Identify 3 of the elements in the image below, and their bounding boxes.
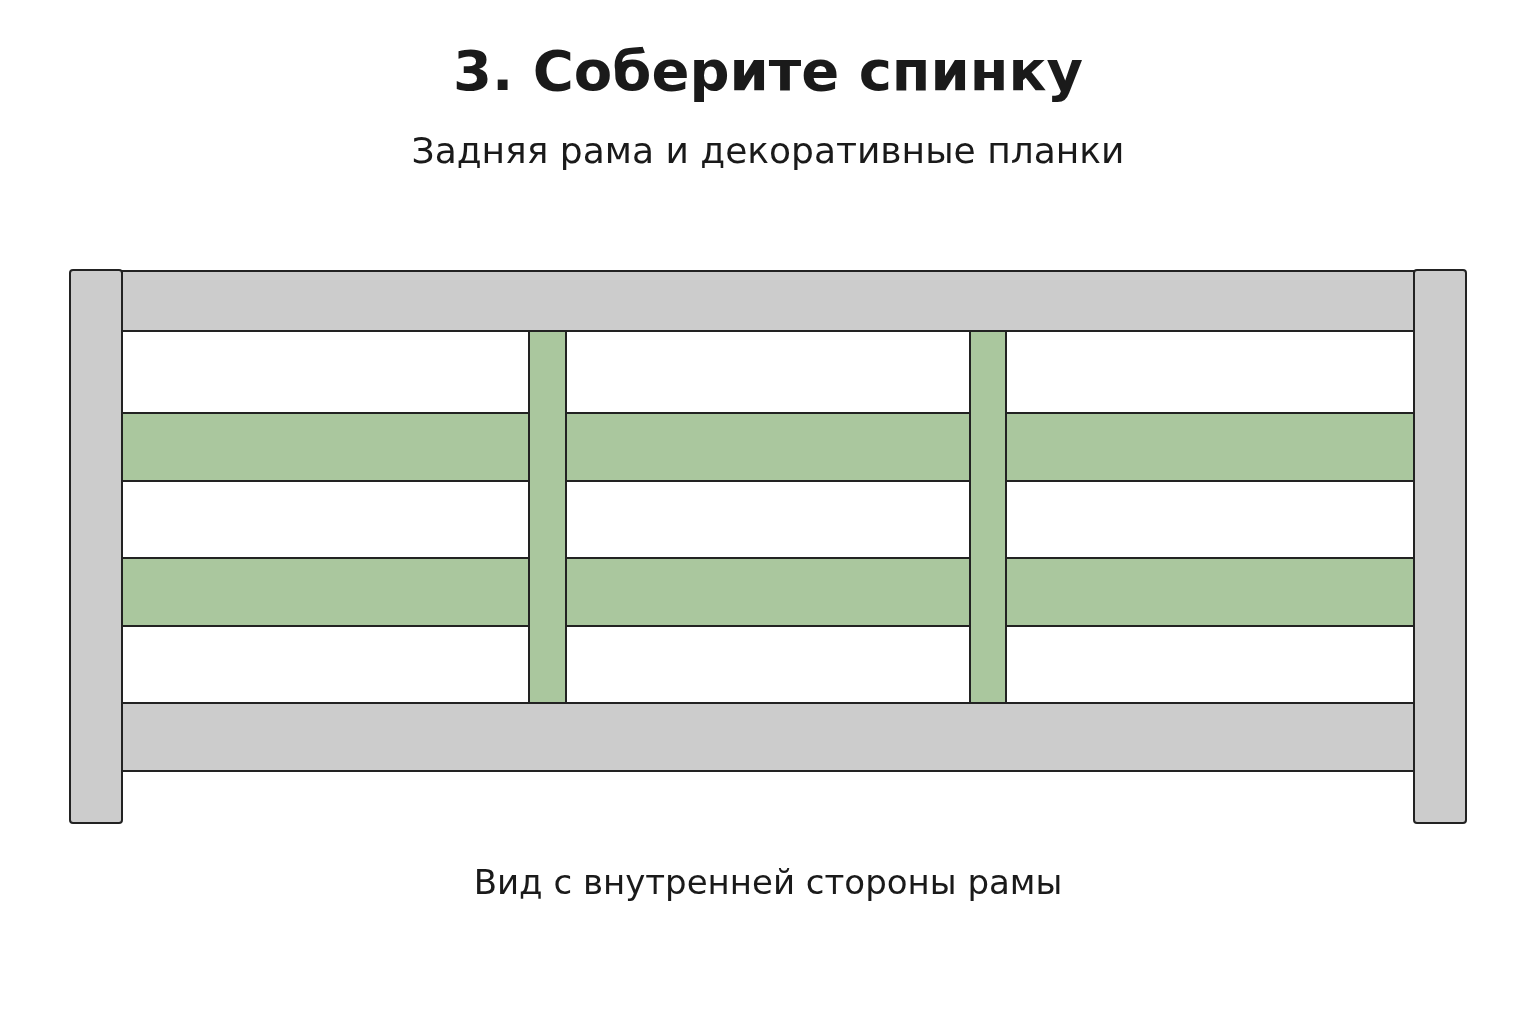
subtitle: Задняя рама и декоративные планки [411,130,1125,171]
title: 3. Соберите спинку [453,38,1083,103]
caption: Вид с внутренней стороны рамы [473,862,1063,902]
